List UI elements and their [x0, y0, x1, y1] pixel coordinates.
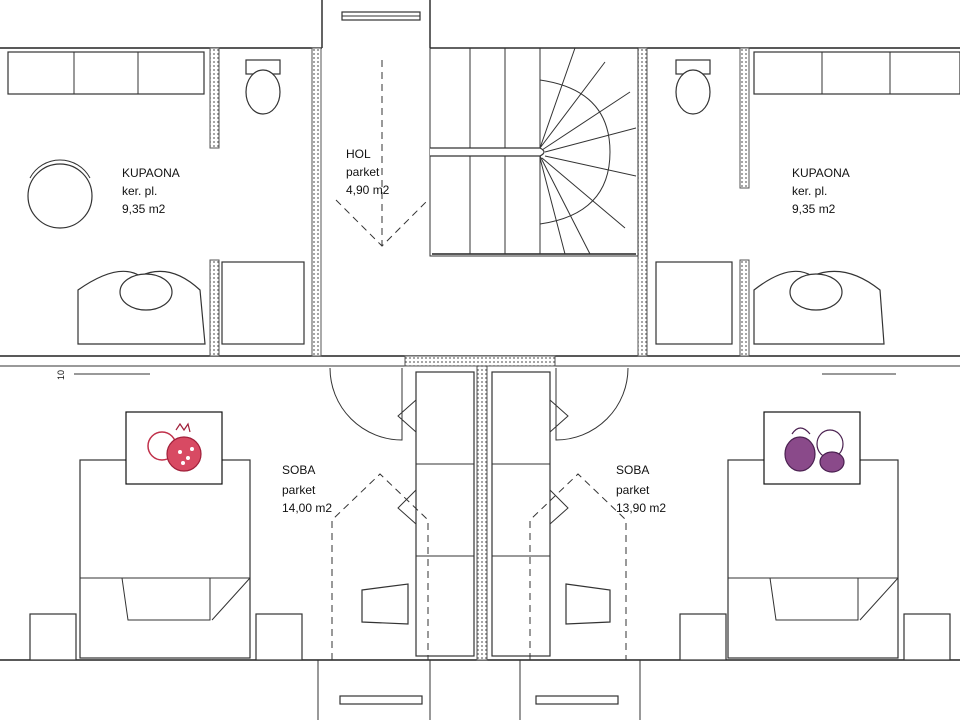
room-name: HOL	[346, 147, 371, 161]
wardrobes	[397, 371, 569, 657]
room-floor: parket	[282, 483, 316, 497]
room-floor: parket	[616, 483, 650, 497]
room-name: SOBA	[616, 463, 649, 477]
staircase	[429, 47, 639, 257]
room-label-hall: HOL parket 4,90 m2	[346, 147, 390, 197]
bath-left-fixtures	[7, 51, 305, 345]
room-label-room-left: SOBA parket 14,00 m2	[282, 463, 332, 515]
bed-left	[29, 459, 303, 661]
room-floor: parket	[346, 165, 380, 179]
hall-arrow	[335, 60, 429, 247]
room-label-room-right: SOBA parket 13,90 m2	[616, 463, 666, 515]
room-label-bath-right: KUPAONA ker. pl. 9,35 m2	[792, 166, 850, 216]
pomegranate-icon	[147, 422, 202, 472]
picture-left	[125, 411, 223, 485]
walls	[0, 47, 960, 720]
bed-right	[679, 459, 951, 661]
room-label-bath-left: KUPAONA ker. pl. 9,35 m2	[122, 166, 180, 216]
room-name: KUPAONA	[792, 166, 850, 180]
room-floor: ker. pl.	[122, 184, 157, 198]
room-area: 4,90 m2	[346, 183, 390, 197]
room-arrows	[331, 473, 627, 660]
dimension-tag: 10	[56, 370, 66, 380]
top-window	[321, 0, 431, 48]
room-area: 13,90 m2	[616, 501, 666, 515]
room-name: SOBA	[282, 463, 315, 477]
room-area: 9,35 m2	[122, 202, 166, 216]
picture-right	[763, 411, 861, 485]
door-swings: 10	[56, 367, 896, 441]
room-area: 9,35 m2	[792, 202, 836, 216]
room-area: 14,00 m2	[282, 501, 332, 515]
room-name: KUPAONA	[122, 166, 180, 180]
room-floor: ker. pl.	[792, 184, 827, 198]
bath-right-fixtures	[655, 51, 960, 345]
fig-icon	[784, 427, 845, 473]
